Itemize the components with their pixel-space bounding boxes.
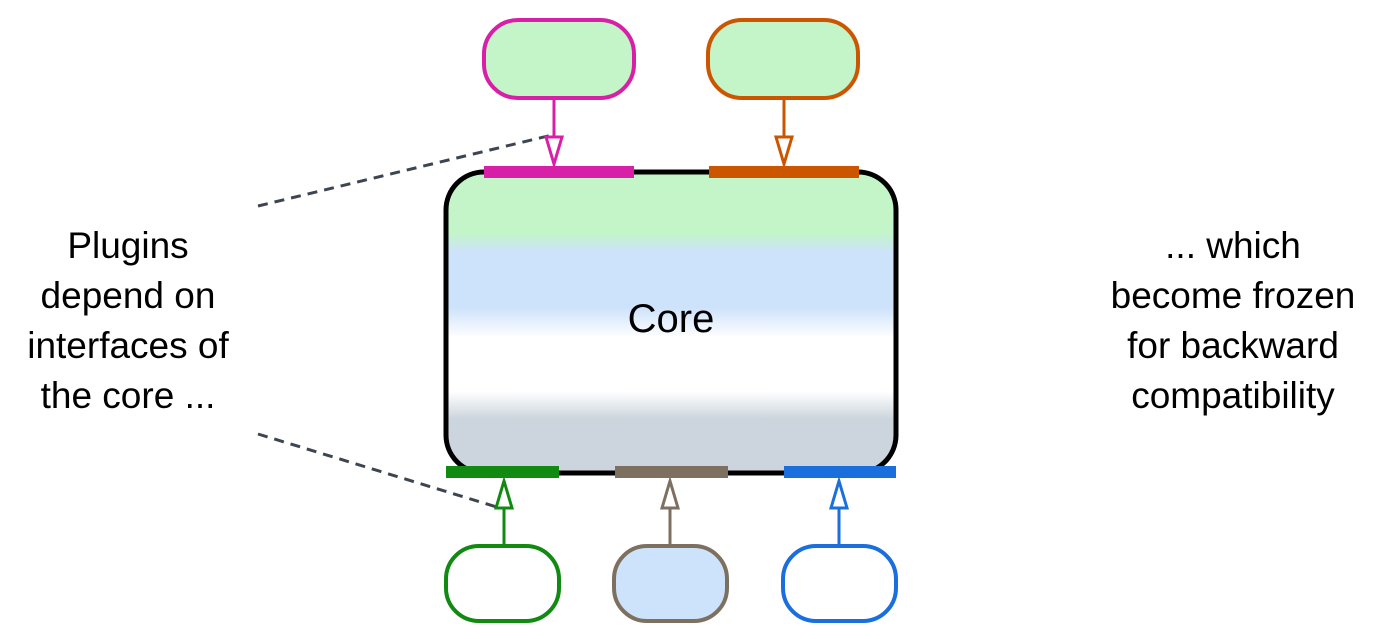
left-caption-line: interfaces of <box>27 325 229 366</box>
plugin-bottom-blue <box>781 475 898 623</box>
right-caption-line: ... which <box>1165 225 1301 266</box>
interface-bar-bottom-brown <box>615 466 728 478</box>
dependency-arrowhead <box>659 475 681 510</box>
right-caption: ... which become frozen for backward com… <box>1080 221 1386 421</box>
dependency-arrowhead <box>543 135 565 170</box>
core-component: Core <box>443 169 899 476</box>
interface-bar-bottom-green <box>446 466 559 478</box>
interface-bar-top-magenta <box>484 166 634 178</box>
plugin-box <box>706 18 860 100</box>
interface-bar-top-orange <box>709 166 859 178</box>
plugin-box <box>612 544 729 623</box>
plugin-box <box>781 544 898 623</box>
dependency-arrowhead <box>493 475 515 510</box>
plugin-top-magenta <box>482 18 636 170</box>
left-caption-line: Plugins <box>67 225 189 266</box>
left-caption: Plugins depend on interfaces of the core… <box>0 221 256 421</box>
right-caption-line: compatibility <box>1131 375 1335 416</box>
left-caption-line: depend on <box>40 275 216 316</box>
plugin-top-orange <box>706 18 860 170</box>
callout-line-bottom <box>257 432 501 510</box>
left-caption-line: the core ... <box>40 375 216 416</box>
plugin-bottom-green <box>444 475 561 623</box>
right-caption-line: for backward <box>1127 325 1339 366</box>
core-label: Core <box>628 297 715 341</box>
plugin-box <box>482 18 636 100</box>
dependency-arrowhead <box>773 135 795 170</box>
interface-bar-bottom-blue <box>784 466 896 478</box>
dependency-arrowhead <box>828 475 850 510</box>
right-caption-line: become frozen <box>1110 275 1356 316</box>
plugin-bottom-brown <box>612 475 729 623</box>
plugin-box <box>444 544 561 623</box>
